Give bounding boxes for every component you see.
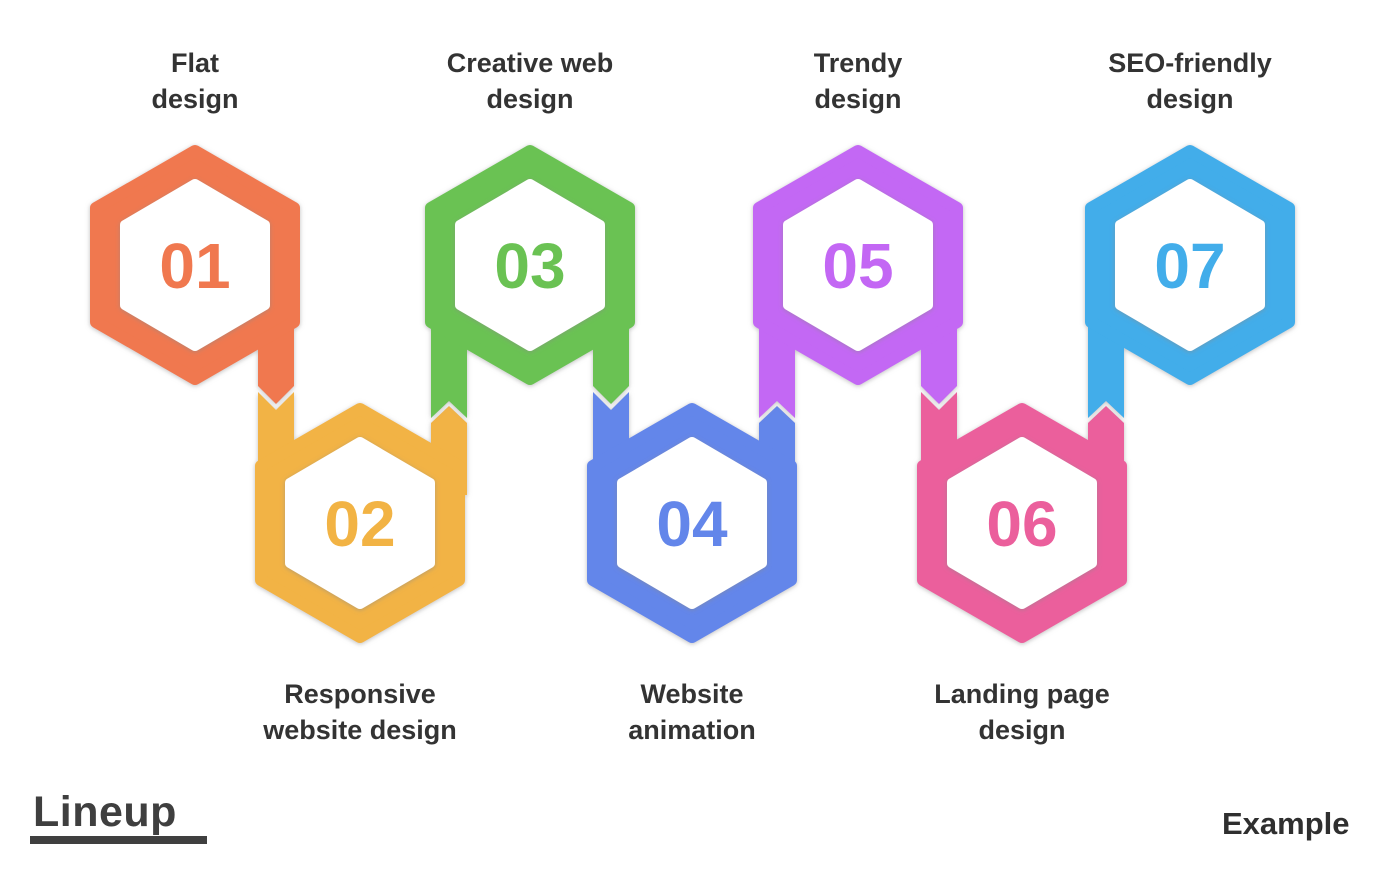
hexagon-06-inner bbox=[947, 437, 1097, 609]
step-05-number: 05 bbox=[822, 230, 893, 302]
label-03-line1: Creative web bbox=[447, 48, 614, 78]
label-01-line1: Flat bbox=[171, 48, 219, 78]
step-04-number: 04 bbox=[656, 488, 728, 560]
step-03-number: 03 bbox=[494, 230, 565, 302]
label-02-line2: website design bbox=[262, 715, 457, 745]
label-05-line1: Trendy bbox=[814, 48, 903, 78]
step-02-number: 02 bbox=[324, 488, 395, 560]
hexagon-05-inner bbox=[783, 179, 933, 351]
label-03-line2: design bbox=[486, 84, 573, 114]
watermark-text: Example bbox=[1222, 806, 1350, 841]
label-06-line1: Landing page bbox=[934, 679, 1110, 709]
label-02-line1: Responsive bbox=[284, 679, 436, 709]
label-06-line2: design bbox=[978, 715, 1065, 745]
label-07-line2: design bbox=[1146, 84, 1233, 114]
hexagon-01-inner bbox=[120, 179, 270, 351]
hexagon-04-inner bbox=[617, 437, 767, 609]
label-05-line2: design bbox=[814, 84, 901, 114]
logo-underline bbox=[30, 836, 207, 844]
hexagon-07-inner bbox=[1115, 179, 1265, 351]
step-07-number: 07 bbox=[1154, 230, 1225, 302]
brand-logo: Lineup bbox=[33, 788, 177, 836]
step-01-number: 01 bbox=[159, 230, 230, 302]
hexagon-02-inner bbox=[285, 437, 435, 609]
hexagon-03-inner bbox=[455, 179, 605, 351]
label-04-line2: animation bbox=[628, 715, 756, 745]
label-01-line2: design bbox=[151, 84, 238, 114]
step-06-number: 06 bbox=[986, 488, 1057, 560]
label-07-line1: SEO-friendly bbox=[1108, 48, 1272, 78]
label-04-line1: Website bbox=[640, 679, 743, 709]
